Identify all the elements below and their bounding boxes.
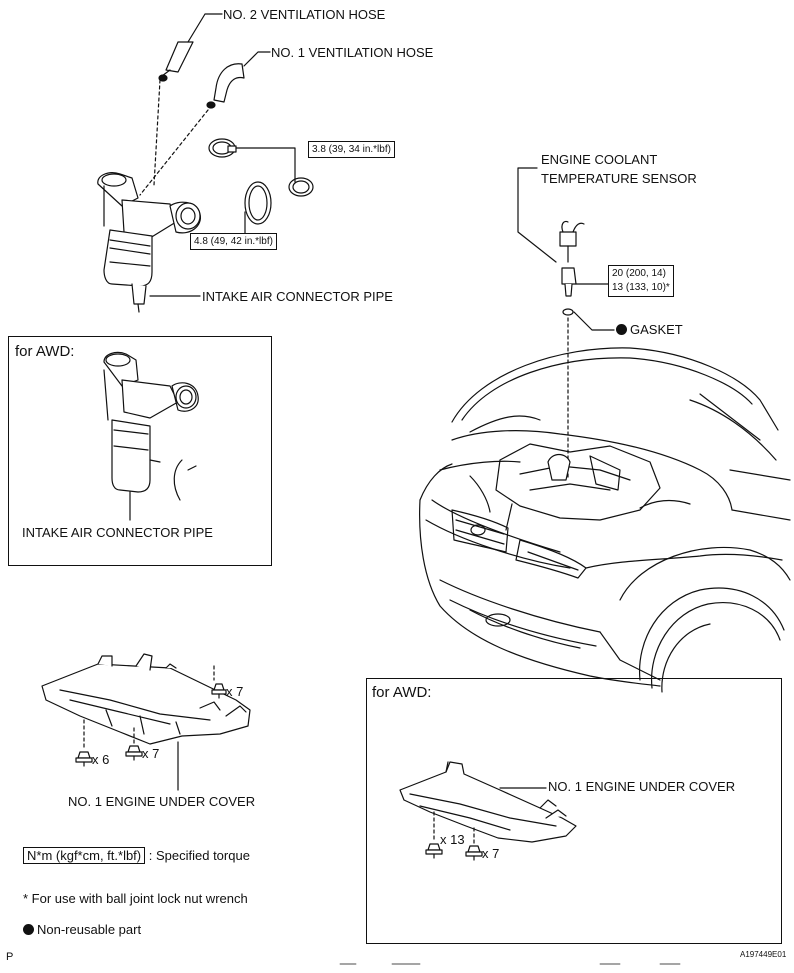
- leader-torque-upper: [235, 147, 296, 183]
- bolt-icon-top: [211, 683, 227, 699]
- legend-non-reusable-text: Non-reusable part: [37, 922, 142, 937]
- awd-under-cover-frame: [366, 678, 782, 944]
- lower-hose-clamp-right: [288, 177, 314, 197]
- no2-ventilation-hose: [158, 41, 194, 82]
- gasket-text: GASKET: [630, 322, 683, 337]
- leader-gasket: [573, 311, 615, 331]
- legend-torque: N*m (kgf*cm, ft.*lbf) : Specified torque: [23, 847, 250, 864]
- bolt-count-left: x 6: [92, 752, 110, 767]
- legend-non-reusable: Non-reusable part: [23, 922, 141, 937]
- bolt-icon-awd-right: [465, 845, 483, 861]
- awd-intake-frame: [8, 336, 272, 566]
- awd-bolt-count-left: x 13: [440, 832, 465, 847]
- leader-ects: [517, 167, 557, 263]
- label-intake-air-connector-pipe: INTAKE AIR CONNECTOR PIPE: [202, 289, 393, 304]
- label-gasket: GASKET: [616, 322, 683, 337]
- torque-box-upper-clamp: 3.8 (39, 34 in.*lbf): [308, 141, 395, 158]
- leader-no2-hose: [187, 13, 223, 43]
- awd-under-cover: [399, 761, 577, 843]
- ects-gasket: [562, 308, 574, 316]
- assembly-line-no1: [139, 109, 209, 196]
- non-reusable-dot-icon: [616, 324, 627, 335]
- label-under-cover: NO. 1 ENGINE UNDER COVER: [68, 794, 256, 809]
- intake-air-connector-pipe: [97, 172, 202, 313]
- label-no2-ventilation-hose: NO. 2 VENTILATION HOSE: [223, 7, 386, 22]
- bolt-icon-awd-left: [425, 843, 443, 859]
- ects-torque-line1: 20 (200, 14): [612, 268, 666, 279]
- legend-torque-box: N*m (kgf*cm, ft.*lbf): [23, 847, 146, 864]
- no1-ventilation-hose: [206, 63, 245, 109]
- awd-under-cover-caption: NO. 1 ENGINE UNDER COVER: [548, 779, 736, 794]
- ects-connector: [559, 220, 585, 263]
- label-ects-line1: ENGINE COOLANT: [541, 152, 658, 167]
- page-marker: P: [6, 951, 14, 963]
- assembly-line-no2: [153, 79, 161, 186]
- legend-non-reusable-dot-icon: [23, 924, 34, 935]
- torque-box-lower-clamp: 4.8 (49, 42 in.*lbf): [190, 233, 277, 250]
- upper-hose-clamp: [208, 138, 237, 158]
- bolt-count-mid: x 7: [142, 746, 160, 761]
- torque-box-ects: 20 (200, 14) 13 (133, 10)*: [608, 265, 674, 297]
- ects-sensor: [561, 267, 577, 297]
- legend-torque-desc: : Specified torque: [148, 848, 250, 863]
- figure-id: A197449E01: [740, 950, 787, 959]
- label-ects-line2: TEMPERATURE SENSOR: [541, 171, 697, 186]
- under-cover-main: [41, 653, 251, 745]
- awd-under-cover-title: for AWD:: [372, 684, 432, 701]
- label-no1-ventilation-hose: NO. 1 VENTILATION HOSE: [271, 45, 434, 60]
- leader-no1-hose: [243, 51, 271, 67]
- legend-ball-joint-note: * For use with ball joint lock nut wrenc…: [23, 891, 248, 906]
- awd-intake-caption: INTAKE AIR CONNECTOR PIPE: [22, 525, 213, 540]
- awd-bolt-count-right: x 7: [482, 846, 500, 861]
- bolt-icon-left: [75, 751, 93, 767]
- vehicle-front-view: [419, 347, 791, 693]
- ects-torque-line2: 13 (133, 10)*: [612, 282, 670, 293]
- awd-intake-title: for AWD:: [15, 343, 75, 360]
- bolt-icon-mid: [125, 745, 143, 761]
- awd-intake-pipe: [103, 351, 199, 521]
- bolt-count-top: x 7: [226, 684, 244, 699]
- lower-hose-clamp-left: [244, 181, 272, 225]
